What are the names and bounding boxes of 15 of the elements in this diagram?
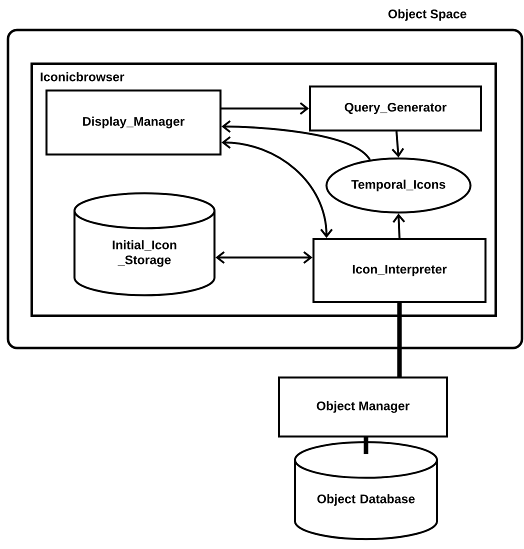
connector-line: [397, 303, 402, 376]
arrow: [392, 131, 404, 158]
arrow: [392, 214, 406, 238]
arrow: [222, 120, 371, 160]
database-cylinder: Object Database: [294, 441, 438, 540]
arrow: [222, 136, 333, 238]
arrow: [216, 251, 312, 264]
connector-line: [364, 438, 368, 454]
node-label: Object Space: [388, 9, 466, 21]
process-box: Icon_Interpreter: [312, 238, 486, 303]
arrow: [222, 102, 309, 115]
process-box: Object Manager: [278, 376, 448, 438]
process-box: Display_Manager: [46, 90, 222, 156]
process-box: Query_Generator: [309, 86, 482, 132]
storage-cylinder: Initial_Icon _Storage: [74, 192, 216, 296]
